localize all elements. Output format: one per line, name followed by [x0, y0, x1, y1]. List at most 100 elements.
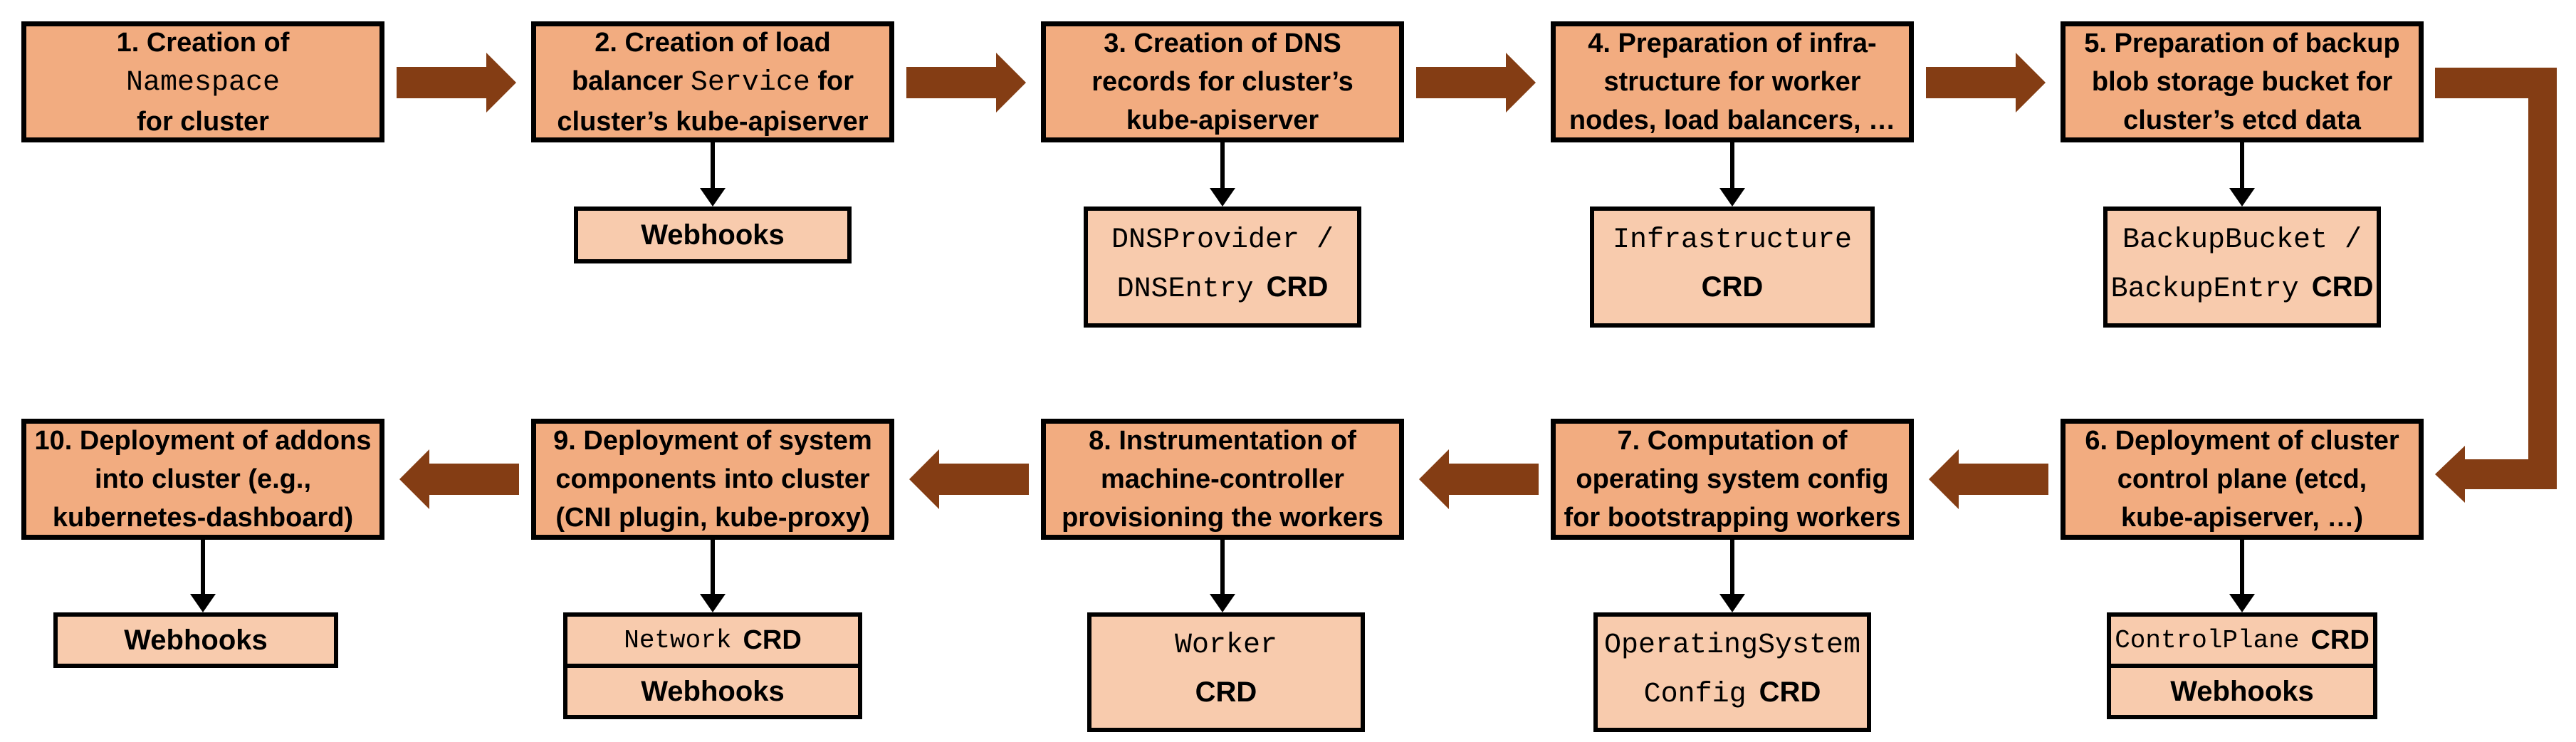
connector-line — [2240, 540, 2244, 594]
step-10-title-line2: into cluster (e.g., — [95, 460, 311, 498]
step-8-title-line3: provisioning the workers — [1062, 498, 1383, 537]
step-3-box: 3. Creation of DNS records for cluster’s… — [1041, 21, 1404, 142]
arrow-shaft — [906, 67, 997, 98]
step-8-text: provisioning the workers — [1062, 503, 1383, 533]
step-7-text: operating system config — [1576, 464, 1889, 494]
step-7-crd-box: OperatingSystem Config CRD — [1593, 612, 1871, 732]
connector-line — [1220, 142, 1225, 188]
arrow-step-8-to-9-icon — [909, 449, 1029, 509]
step-4-text: nodes, load balancers, … — [1569, 105, 1896, 135]
connector-line — [711, 142, 715, 188]
step-10-text: into cluster (e.g., — [94, 464, 312, 494]
crd-label: CRD — [1266, 271, 1329, 303]
crd-label: CRD — [1759, 676, 1821, 708]
arrow-head — [2016, 53, 2046, 113]
webhooks-label: Webhooks — [124, 624, 268, 656]
step-7-text: for bootstrapping workers — [1564, 503, 1901, 533]
arrow-step-7-to-8-icon — [1419, 449, 1539, 509]
step-5-title-line1: 5. Preparation of backup — [2084, 24, 2399, 63]
step-8-crd-box: Worker CRD — [1087, 612, 1365, 732]
webhooks-cell: Webhooks — [2111, 664, 2373, 715]
step-3-text: records for cluster’s — [1091, 67, 1354, 97]
step-6-title-line3: kube-apiserver, …) — [2121, 498, 2363, 537]
step-6-box: 6. Deployment of cluster control plane (… — [2061, 419, 2424, 540]
step-1-title-line3: for cluster — [137, 103, 269, 141]
crd-line: CRD — [1195, 676, 1257, 715]
step-9-title-line3: (CNI plugin, kube-proxy) — [555, 498, 869, 537]
step-5-crd-box: BackupBucket / BackupEntry CRD — [2103, 207, 2381, 328]
connector-line — [711, 540, 715, 594]
crd-code-text: OperatingSystem — [1603, 629, 1861, 662]
step-6-title-line1: 6. Deployment of cluster — [2085, 422, 2399, 460]
step-1-title-line1: 1. Creation of — [117, 23, 290, 62]
step-5-text: cluster’s etcd data — [2123, 105, 2361, 135]
crd-code-text: Config — [1643, 679, 1747, 711]
arrow-shaft — [1416, 67, 1507, 98]
step-1-title-line2: Namespace — [126, 62, 280, 103]
connector-line — [1220, 540, 1225, 594]
arrow-shaft — [1958, 464, 2048, 495]
connector-arrowhead — [700, 188, 726, 207]
step-8-text: machine-controller — [1100, 464, 1345, 494]
connector-arrowhead — [2229, 188, 2255, 207]
step-9-text: 9. Deployment of system — [553, 426, 872, 456]
step-9-box: 9. Deployment of system components into … — [531, 419, 894, 540]
step-4-title-line2: structure for worker — [1603, 63, 1860, 101]
crd-code-text: BackupBucket / — [2122, 224, 2362, 256]
webhooks-label: Webhooks — [2170, 675, 2314, 707]
step-8-box: 8. Instrumentation of machine-controller… — [1041, 419, 1404, 540]
step-5-text: 5. Preparation of backup — [2084, 28, 2400, 58]
step-10-connector-arrow-icon — [190, 540, 216, 612]
crd-line: Config CRD — [1644, 676, 1821, 715]
crd-code-text: DNSProvider / — [1111, 224, 1334, 256]
step-5-box: 5. Preparation of backup blob storage bu… — [2061, 21, 2424, 142]
step-1-text: for cluster — [137, 106, 269, 137]
step-9-title-line2: components into cluster — [555, 460, 869, 498]
connector-arrowhead — [1719, 188, 1745, 207]
step-8-connector-arrow-icon — [1210, 540, 1235, 612]
step-2-code-text: Service — [690, 66, 810, 99]
step-10-webhooks-box: Webhooks — [53, 612, 338, 668]
crd-line: BackupBucket / — [2122, 224, 2362, 261]
arrow-shaft — [397, 67, 487, 98]
crd-line: Worker — [1175, 629, 1277, 666]
step-6-text: control plane (etcd, — [2117, 464, 2367, 494]
step-7-title-line1: 7. Computation of — [1618, 422, 1848, 460]
connector-arrowhead — [700, 594, 726, 612]
crd-code-text: BackupEntry — [2110, 273, 2299, 305]
step-8-title-line2: machine-controller — [1101, 460, 1344, 498]
arrow-shaft — [1926, 67, 2016, 98]
connector-arrowhead — [2229, 594, 2255, 612]
webhooks-cell: Webhooks — [567, 664, 858, 715]
step-3-title-line1: 3. Creation of DNS — [1104, 24, 1341, 63]
arrow-head — [399, 449, 429, 509]
step-7-box: 7. Computation of operating system confi… — [1551, 419, 1914, 540]
step-1-box: 1. Creation of Namespace for cluster — [21, 21, 384, 142]
arrow-step-5-to-6-head-icon — [2435, 446, 2465, 503]
step-3-connector-arrow-icon — [1210, 142, 1235, 207]
step-5-connector-arrow-icon — [2229, 142, 2255, 207]
crd-label: CRD — [2311, 271, 2374, 303]
arrow-step-5-to-6-vertical-bar — [2528, 68, 2557, 489]
step-9-text: components into cluster — [555, 464, 870, 494]
arrow-head — [996, 53, 1026, 113]
step-7-text: 7. Computation of — [1617, 426, 1848, 456]
arrow-head — [486, 53, 516, 113]
step-4-connector-arrow-icon — [1719, 142, 1745, 207]
step-2-title-line3: cluster’s kube-apiserver — [557, 103, 868, 141]
webhooks-label: Webhooks — [641, 675, 785, 707]
step-7-title-line3: for bootstrapping workers — [1564, 498, 1901, 537]
crd-label: CRD — [2310, 625, 2370, 655]
arrow-head — [909, 449, 939, 509]
webhooks-label: Webhooks — [641, 219, 785, 251]
step-3-text: 3. Creation of DNS — [1104, 28, 1341, 58]
arrow-head — [1506, 53, 1536, 113]
step-6-text: kube-apiserver, …) — [2120, 503, 2364, 533]
connector-arrowhead — [1719, 594, 1745, 612]
